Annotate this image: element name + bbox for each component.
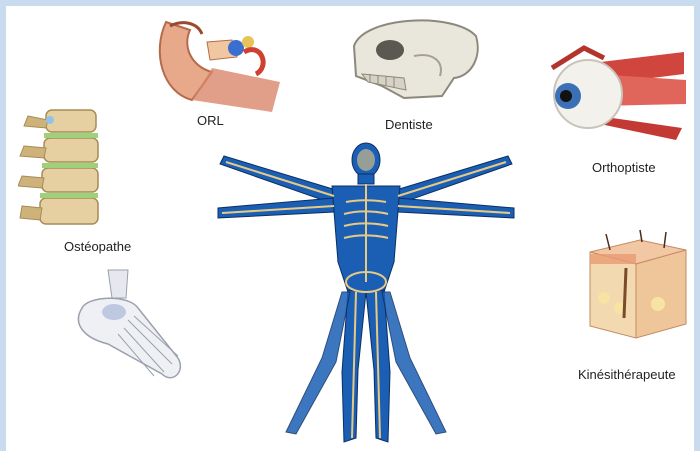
diagram-canvas: ORL Dentiste Orthoptiste bbox=[6, 6, 694, 451]
spine-image bbox=[18, 106, 108, 234]
osteopath-label: Ostéopathe bbox=[64, 239, 131, 254]
eye-image bbox=[544, 44, 690, 140]
physio-label: Kinésithérapeute bbox=[578, 367, 676, 382]
orthoptist-label: Orthoptiste bbox=[592, 160, 656, 175]
skull-image bbox=[344, 16, 484, 102]
dentist-label: Dentiste bbox=[385, 117, 433, 132]
foot-bones-image bbox=[68, 268, 186, 388]
ent-label: ORL bbox=[197, 113, 224, 128]
human-body-image bbox=[216, 142, 516, 451]
skin-section-image bbox=[580, 228, 692, 340]
ear-anatomy-image bbox=[152, 12, 282, 112]
